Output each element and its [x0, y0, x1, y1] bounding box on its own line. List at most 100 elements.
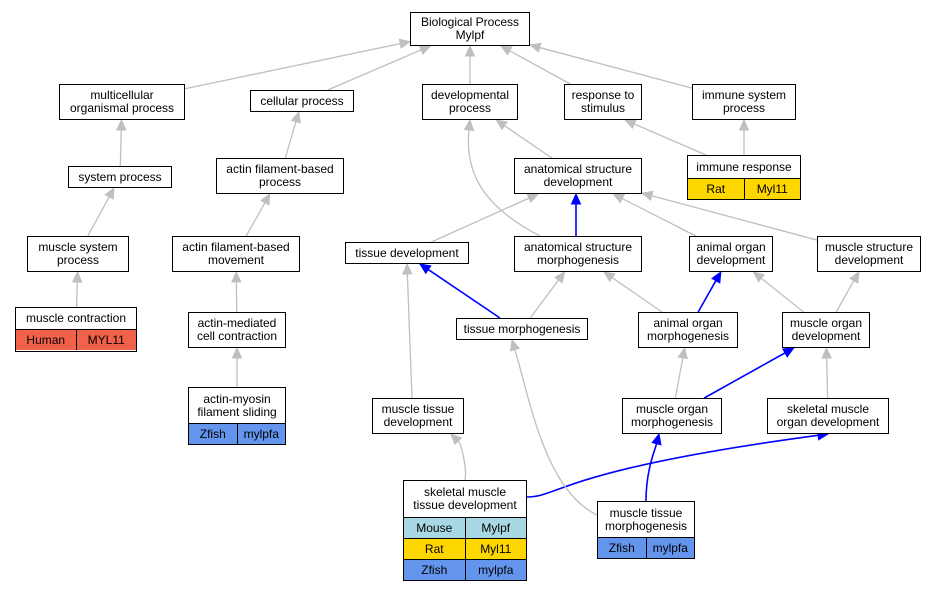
node-muscle-tissue-development: muscle tissue development — [372, 398, 464, 434]
node-label: muscle tissue development — [381, 402, 455, 429]
edge-arrowhead — [677, 346, 688, 360]
edge-arrowhead — [104, 186, 115, 200]
node-label: actin-myosin filament sliding — [197, 391, 277, 419]
edge-arrowhead — [570, 192, 582, 205]
node-label: response to stimulus — [571, 88, 635, 115]
edge-muscle_tissue_morph-to-muscle_organ_morph — [645, 443, 658, 502]
node-tissue-morphogenesis: tissue morphogenesis — [456, 318, 588, 340]
node-muscle-organ-development: muscle organ development — [782, 312, 870, 348]
gene-row: Zfish mylpfa — [404, 560, 526, 580]
edge-arrowhead — [260, 192, 271, 206]
edge-arrowhead — [782, 347, 795, 358]
node-developmental-process: developmental process — [422, 84, 518, 120]
edge-tissue_dev-to-anat_dev — [431, 197, 530, 243]
edge-animal_organ_morph-to-animal_organ_dev — [697, 280, 717, 313]
node-immune-response: immune response Rat Myl11 — [687, 155, 801, 200]
gene-cell: MYL11 — [76, 330, 136, 350]
edge-muscle_structure_dev-to-anat_dev — [651, 195, 818, 241]
edge-skeletal_tissue_dev-to-muscle_tissue_dev — [457, 440, 467, 481]
edge-tissue_morph-to-tissue_dev — [427, 268, 501, 319]
gene-cell: Mylpf — [465, 518, 526, 538]
edge-immune_response-to-response — [633, 123, 707, 156]
edge-muscle_system-to-system_process — [87, 196, 110, 237]
node-muscle-organ-morphogenesis: muscle organ morphogenesis — [622, 398, 722, 434]
node-biological-process: Biological Process Mylpf — [410, 12, 530, 46]
edge-arrowhead — [115, 118, 127, 131]
edge-arrowhead — [418, 263, 432, 275]
node-label: muscle organ development — [789, 316, 863, 343]
edge-arrowhead — [231, 270, 242, 283]
species-cell: Zfish — [598, 538, 647, 558]
edge-anat_morph-to-developmental — [467, 129, 541, 237]
node-label: actin-mediated cell contraction — [196, 316, 278, 343]
edge-animal_organ_dev-to-anat_dev — [621, 197, 696, 237]
node-label: muscle contraction — [25, 311, 127, 325]
node-tissue-development: tissue development — [345, 242, 469, 264]
edge-arrowhead — [554, 271, 566, 284]
gene-cell: mylpfa — [646, 538, 694, 558]
edge-arrowhead — [450, 433, 463, 446]
species-cell: Rat — [688, 179, 745, 199]
edge-arrowhead — [290, 110, 301, 124]
edge-arrowhead — [738, 118, 750, 131]
node-label: tissue morphogenesis — [463, 321, 581, 336]
edge-arrowhead — [398, 38, 412, 49]
edge-animal_organ_morph-to-anat_morph — [611, 277, 663, 313]
node-muscle-tissue-morphogenesis: muscle tissue morphogenesis Zfish mylpfa — [597, 501, 695, 559]
node-label: muscle structure development — [824, 240, 914, 267]
node-label: immune system process — [701, 88, 787, 115]
node-label: muscle system process — [38, 240, 118, 267]
edge-muscle_tissue_dev-to-tissue_dev — [406, 273, 413, 399]
gene-row: Zfish mylpfa — [598, 538, 694, 558]
node-muscle-contraction: muscle contraction Human MYL11 — [15, 307, 137, 352]
gene-row: Mouse Mylpf — [404, 518, 526, 539]
gene-row: Rat Myl11 — [688, 179, 800, 199]
node-label: skeletal muscle tissue development — [413, 485, 517, 512]
edge-arrowhead — [402, 262, 413, 275]
node-label: cellular process — [260, 93, 344, 108]
node-label: animal organ development — [696, 240, 766, 267]
species-cell: Zfish — [189, 424, 238, 444]
node-label: multicellular organismal process — [69, 88, 175, 115]
node-immune-system-process: immune system process — [692, 84, 796, 120]
node-label: Biological Process Mylpf — [420, 15, 520, 42]
edge-arrowhead — [640, 190, 654, 201]
node-label: muscle tissue morphogenesis — [604, 505, 688, 533]
node-anatomical-structure-development: anatomical structure development — [514, 158, 642, 194]
node-multicellular-organismal-process: multicellular organismal process — [59, 84, 185, 120]
edge-muscle_organ_morph-to-muscle_organ_dev — [703, 352, 786, 399]
edge-actin_movement-to-actin_filament_process — [245, 202, 266, 237]
node-skeletal-muscle-tissue-development: skeletal muscle tissue development Mouse… — [403, 480, 527, 581]
edge-muscle_tissue_morph-to-tissue_morph — [514, 349, 598, 516]
edge-muscle_organ_morph-to-animal_organ_morph — [674, 357, 684, 399]
node-actin-filament-based-movement: actin filament-based movement — [172, 236, 300, 272]
edge-skeletal_organ_dev-to-muscle_organ_dev — [826, 357, 829, 399]
node-label: animal organ morphogenesis — [646, 316, 730, 343]
edge-anat_dev-to-developmental — [504, 125, 553, 159]
edge-multicellular-to-bp — [184, 43, 401, 90]
node-actin-mediated-cell-contraction: actin-mediated cell contraction — [188, 312, 286, 348]
edge-immune_system-to-bp — [539, 46, 693, 89]
edge-arrowhead — [849, 270, 860, 284]
edge-actin_filament_process-to-cellular — [284, 121, 297, 159]
species-cell: Rat — [404, 539, 466, 559]
edge-arrowhead — [526, 193, 540, 204]
edge-arrowhead — [418, 45, 432, 55]
edge-arrowhead — [463, 118, 475, 131]
edge-muscle_organ_dev-to-muscle_structure_dev — [835, 280, 855, 313]
edge-muscle_organ_dev-to-animal_organ_dev — [760, 277, 804, 313]
edge-system_process-to-multicellular — [119, 129, 122, 167]
species-cell: Human — [16, 330, 77, 350]
node-label: actin filament-based movement — [182, 240, 290, 267]
node-label: tissue development — [355, 245, 459, 260]
edge-arrowhead — [711, 270, 722, 284]
node-label: system process — [78, 169, 162, 184]
edge-response-to-bp — [509, 50, 571, 85]
node-actin-filament-based-process: actin filament-based process — [216, 158, 344, 194]
edge-cellular-to-bp — [327, 49, 422, 91]
edge-arrowhead — [231, 346, 243, 359]
edge-arrowhead — [528, 42, 542, 53]
species-cell: Mouse — [404, 518, 466, 538]
edge-muscle_contraction-to-muscle_system — [75, 281, 78, 308]
